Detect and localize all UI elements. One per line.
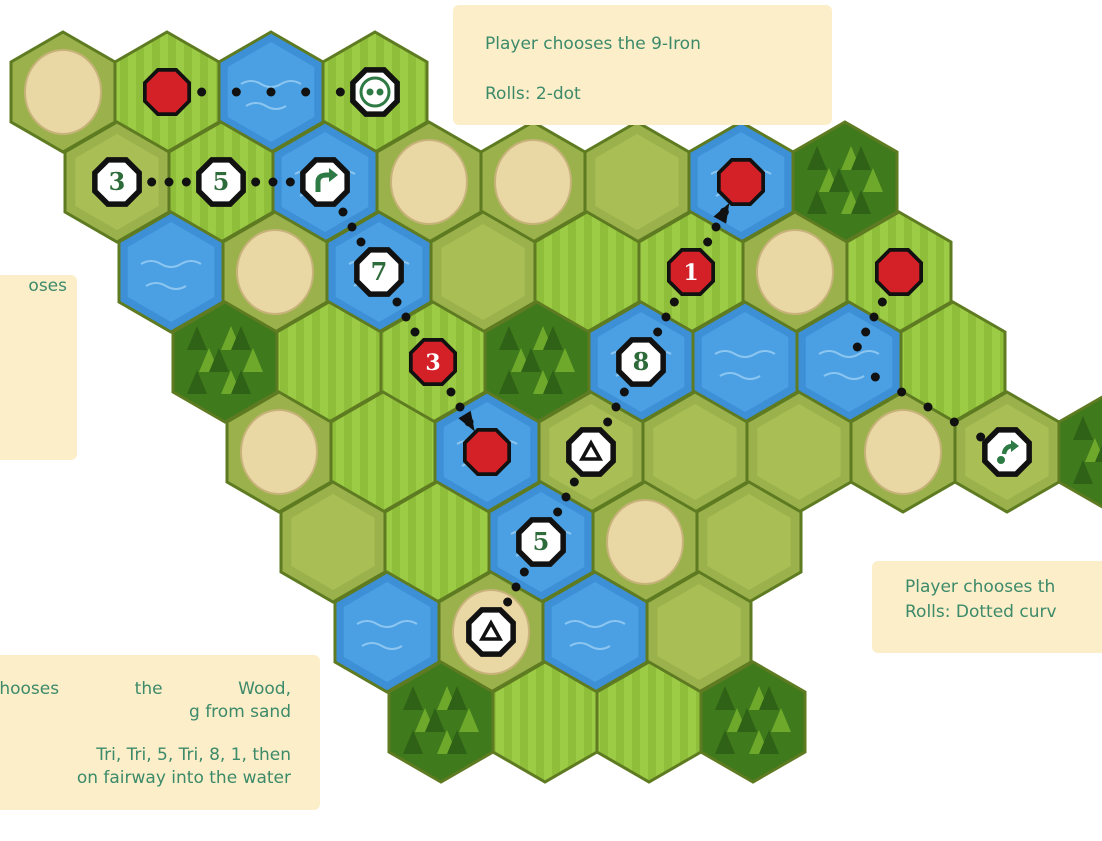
note-wood: chooses the Wood, g from sand Tri, Tri, … [0,655,320,810]
note-bottom-line2: g from sand [0,701,291,724]
dotted-curve-icon [997,456,1005,464]
path-dot [336,88,345,97]
path-dot [662,313,671,322]
note-left-line1: oses [0,275,67,298]
path-dot [165,178,174,187]
note-bottom-line3: Tri, Tri, 5, Tri, 8, 1, then [0,744,291,767]
note-left: oses [0,275,77,460]
note-nine-iron: Player chooses the 9-Iron Rolls: 2-dot [453,5,832,125]
path-dot [402,313,411,322]
note-top-line2: Rolls: 2-dot [485,83,581,106]
die-face-number: 5 [516,517,566,567]
die-face-number: 8 [633,347,650,376]
die-face-two-dot [350,67,400,117]
path-dot [924,403,933,412]
path-dot [861,328,870,337]
path-dot [286,178,295,187]
path-dot [411,328,420,337]
red-ball-marker [875,248,923,296]
note-right-line1: Player chooses th [905,576,1055,599]
note-top-line1: Player chooses the 9-Iron [485,33,701,56]
die-face-number: 3 [92,157,142,207]
path-dot [603,418,612,427]
path-dot [870,313,879,322]
path-dot [269,178,278,187]
path-dot [553,508,562,517]
die-face-number: 8 [616,337,666,387]
path-dot [267,88,276,97]
red-ball-marker [717,158,765,206]
path-dot [520,568,529,577]
red-ball-marker: 1 [667,248,715,296]
path-dot [670,298,679,307]
hex-tile-trees [1059,392,1102,512]
path-dot [871,373,880,382]
path-dot [853,343,862,352]
path-dot [251,178,260,187]
path-dot [393,298,402,307]
die-face-number: 3 [109,167,126,196]
path-dot [570,478,579,487]
red-ball-marker: 3 [409,338,457,386]
note-bottom-line4: on fairway into the water [0,767,291,790]
path-dot [232,88,241,97]
die-face-triangle [566,427,616,477]
die-face-dotted-curve [982,427,1032,477]
path-dot [562,493,571,502]
path-dot [182,178,191,187]
red-ball-marker [143,68,191,116]
path-dot [503,598,512,607]
red-ball-marker [463,428,511,476]
note-bottom-line1: chooses the Wood, [0,678,291,701]
path-dot [897,388,906,397]
path-dot [712,223,721,232]
path-dot [357,238,366,247]
path-dot [612,403,621,412]
path-dot [950,418,959,427]
die-face-triangle [466,607,516,657]
path-dot [348,223,357,232]
die-face-number: 5 [213,167,230,196]
die-face-curve-arrow [300,157,350,207]
path-dot [512,583,521,592]
path-dot [197,88,206,97]
path-dot [456,403,465,412]
die-face-number: 7 [371,257,388,286]
path-dot [703,238,712,247]
path-dot [339,208,348,217]
red-marker-number: 3 [425,350,440,376]
red-marker-number: 1 [683,260,698,286]
path-dot [147,178,156,187]
die-face-number: 7 [354,247,404,297]
path-dot [447,388,456,397]
die-face-number: 5 [196,157,246,207]
path-dot [878,298,887,307]
note-right: Player chooses th Rolls: Dotted curv [872,561,1102,653]
path-dot [620,388,629,397]
die-face-number: 5 [533,527,550,556]
path-dot [653,328,662,337]
note-right-line2: Rolls: Dotted curv [905,601,1057,624]
path-dot [301,88,310,97]
